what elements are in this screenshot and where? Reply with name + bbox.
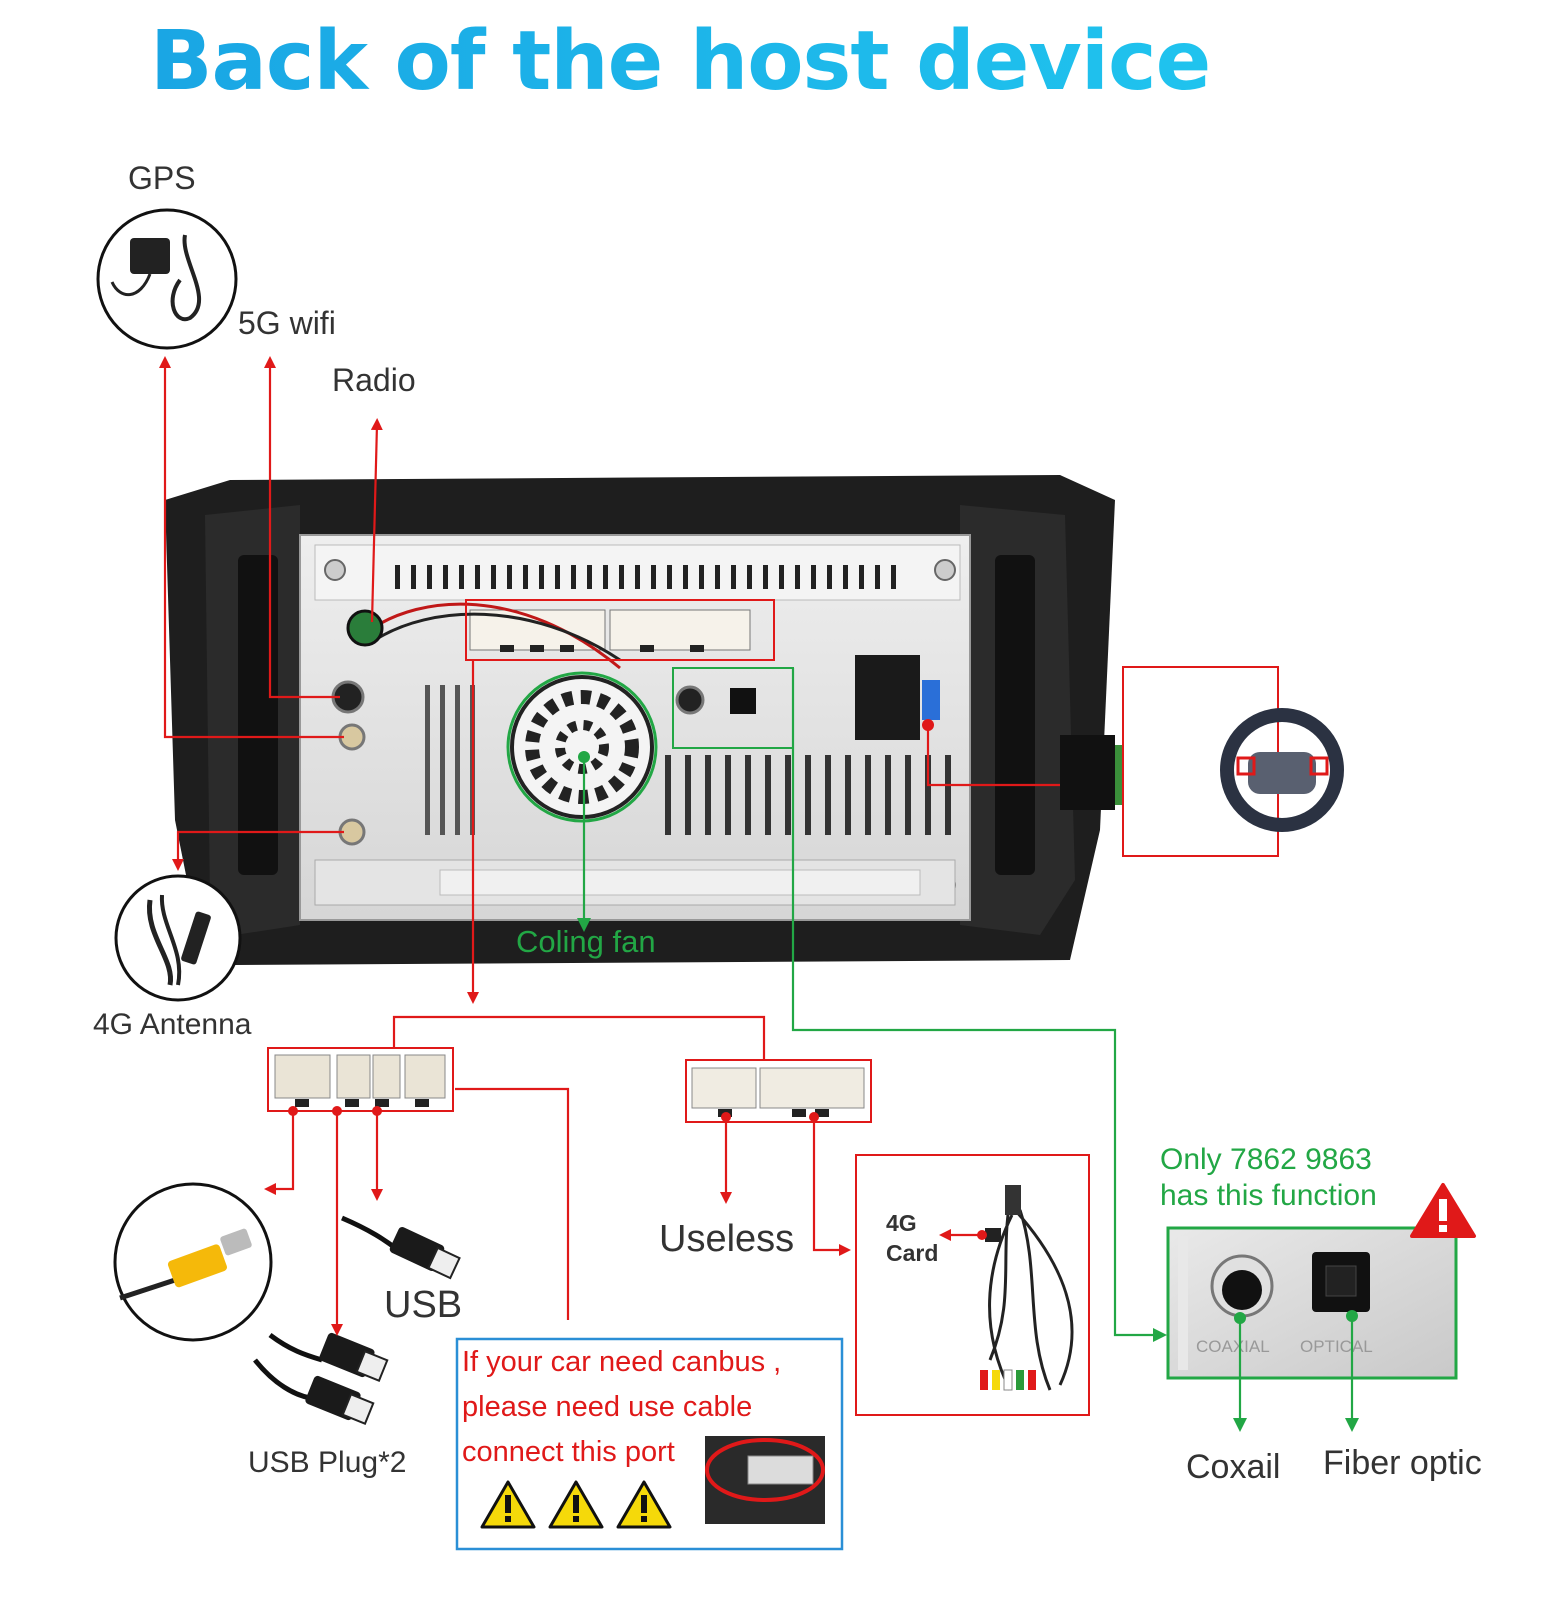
connection-dots (288, 719, 1358, 1324)
harness-port-highlight (465, 599, 775, 661)
fan-highlight (506, 671, 658, 823)
only-models-label-line2: has this function (1160, 1179, 1377, 1212)
4g-card-label-line1: 4G (886, 1210, 917, 1236)
connector-block-left (267, 1047, 454, 1112)
fiber-optic-label: Fiber optic (1323, 1444, 1482, 1482)
port-label-optical: OPTICAL (1300, 1337, 1373, 1356)
top-vent-slots (395, 565, 896, 589)
av-ports (675, 685, 756, 715)
usb-label: USB (384, 1284, 463, 1326)
canbus-note: If your car need canbus , please need us… (462, 1340, 782, 1475)
cooling-fan-label: Coling fan (516, 924, 656, 959)
steering-wheel-port (855, 655, 1129, 810)
4g-card-box (855, 1154, 1090, 1416)
connector-block-harness (469, 609, 751, 652)
rca-plug-illustration (113, 1182, 273, 1342)
wifi-label: 5G wifi (238, 305, 336, 341)
canbus-note-line: If your car need canbus , (462, 1346, 782, 1378)
canbus-note-line: connect this port (462, 1436, 675, 1468)
coaxial-label: Coxail (1186, 1448, 1281, 1486)
canbus-note-frame (455, 1337, 844, 1551)
bottom-vent-slots (665, 755, 951, 835)
green-wiring-lines (577, 668, 1359, 1432)
4g-antenna-illustration (114, 874, 242, 1002)
warning-icon (1410, 1183, 1476, 1238)
warning-icon (480, 1480, 672, 1529)
steering-wheel-box (1122, 666, 1344, 857)
port-label-coaxial: COAXIAL (1196, 1337, 1270, 1356)
canbus-note-line: please need use cable (462, 1391, 753, 1423)
radio-label: Radio (332, 362, 416, 398)
4g-antenna-label: 4G Antenna (93, 1008, 252, 1041)
cooling-fan (510, 675, 654, 819)
host-device (165, 475, 1129, 965)
only-models-label-line1: Only 7862 9863 (1160, 1143, 1372, 1176)
page-title: Back of the host device (150, 14, 1310, 109)
antenna-jacks (331, 609, 384, 846)
gps-antenna-illustration (96, 208, 238, 350)
usb-cable-illustration (341, 1215, 461, 1280)
usb-plug-pair-illustration (253, 1332, 389, 1425)
connector-block-mid (685, 1059, 872, 1123)
coaxial-optical-panel: COAXIAL OPTICAL (1166, 1183, 1476, 1380)
usb-plug-label: USB Plug*2 (248, 1446, 407, 1479)
useless-label: Useless (659, 1218, 795, 1260)
4g-card-label-line2: Card (886, 1240, 939, 1266)
red-wiring-lines (159, 356, 1060, 1336)
gps-label: GPS (128, 160, 196, 196)
